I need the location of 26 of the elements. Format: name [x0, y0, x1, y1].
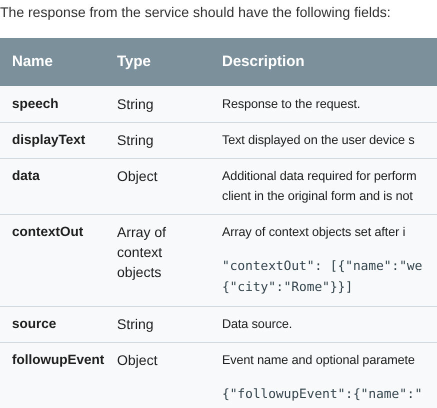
code-sample: "contextOut": [{"name":"we [222, 258, 422, 276]
field-name: speech [12, 95, 59, 113]
field-type: Array of context objects [117, 223, 168, 282]
field-description: Data source. [222, 316, 292, 333]
code-sample: {"city":"Rome"}}] [222, 279, 353, 297]
column-header: Description [222, 52, 305, 72]
field-name: contextOut [12, 223, 84, 241]
field-type: Object [117, 351, 158, 370]
field-type: String [117, 315, 155, 334]
column-header: Name [12, 52, 53, 72]
field-description: Response to the request. [222, 96, 360, 113]
field-description: Event name and optional paramete [222, 352, 415, 369]
field-description: Additional data required for perform [222, 168, 417, 185]
code-sample: {"followupEvent":{"name":" [222, 386, 422, 404]
field-name: data [12, 167, 40, 185]
field-type: String [117, 131, 155, 150]
intro-text: The response from the service should have the following fields: [0, 3, 391, 22]
field-description: Array of context objects set after i [222, 224, 406, 241]
field-type: String [117, 95, 155, 114]
column-header: Type [117, 52, 151, 72]
field-description: client in the original form and is not [222, 188, 413, 205]
field-name: followupEvent [12, 351, 104, 369]
field-type: Object [117, 167, 158, 186]
field-name: source [12, 315, 56, 333]
field-name: displayText [12, 131, 86, 149]
field-description: Text displayed on the user device s [222, 132, 415, 149]
